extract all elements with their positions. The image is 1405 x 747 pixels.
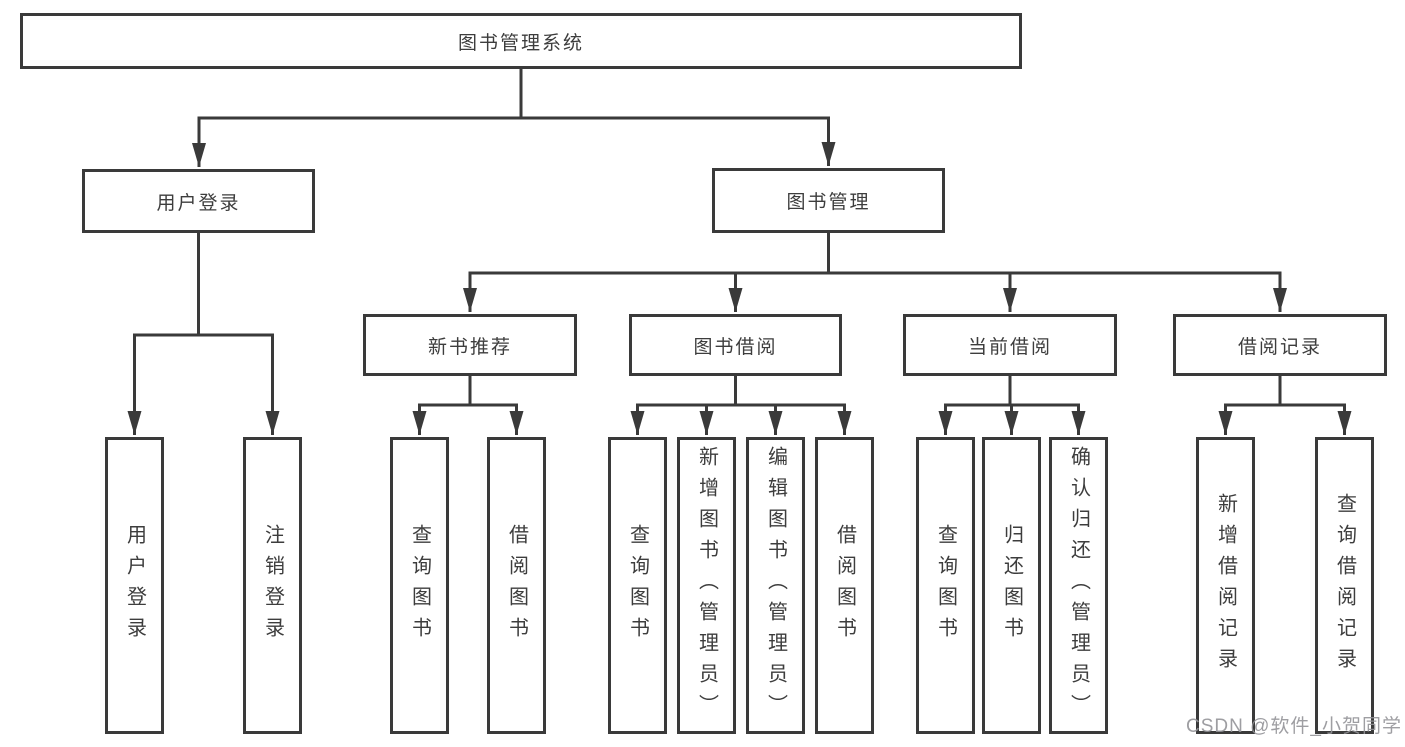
node-library-system: 图书管理系统 [20,13,1022,69]
leaf-query-books-borrow: 查询图书 [608,437,667,734]
leaf-query-borrow-record: 查询借阅记录 [1315,437,1374,734]
watermark: CSDN @软件_小贺同学 [1186,716,1402,737]
leaf-borrow-books: 借阅图书 [815,437,874,734]
leaf-return-books: 归还图书 [982,437,1041,734]
node-book-borrow: 图书借阅 [629,314,842,376]
leaf-add-books-admin: 新增图书（管理员） [677,437,736,734]
leaf-query-books-recommend: 查询图书 [390,437,449,734]
leaf-user-login: 用户登录 [105,437,164,734]
node-book-management: 图书管理 [712,168,945,233]
node-user-login: 用户登录 [82,169,315,233]
node-new-book-recommend: 新书推荐 [363,314,577,376]
leaf-logout: 注销登录 [243,437,302,734]
leaf-confirm-return-admin: 确认归还（管理员） [1049,437,1108,734]
leaf-add-borrow-record: 新增借阅记录 [1196,437,1255,734]
leaf-query-books-current: 查询图书 [916,437,975,734]
node-current-borrow: 当前借阅 [903,314,1117,376]
leaf-borrow-books-recommend: 借阅图书 [487,437,546,734]
node-borrow-records: 借阅记录 [1173,314,1387,376]
leaf-edit-books-admin: 编辑图书（管理员） [746,437,805,734]
